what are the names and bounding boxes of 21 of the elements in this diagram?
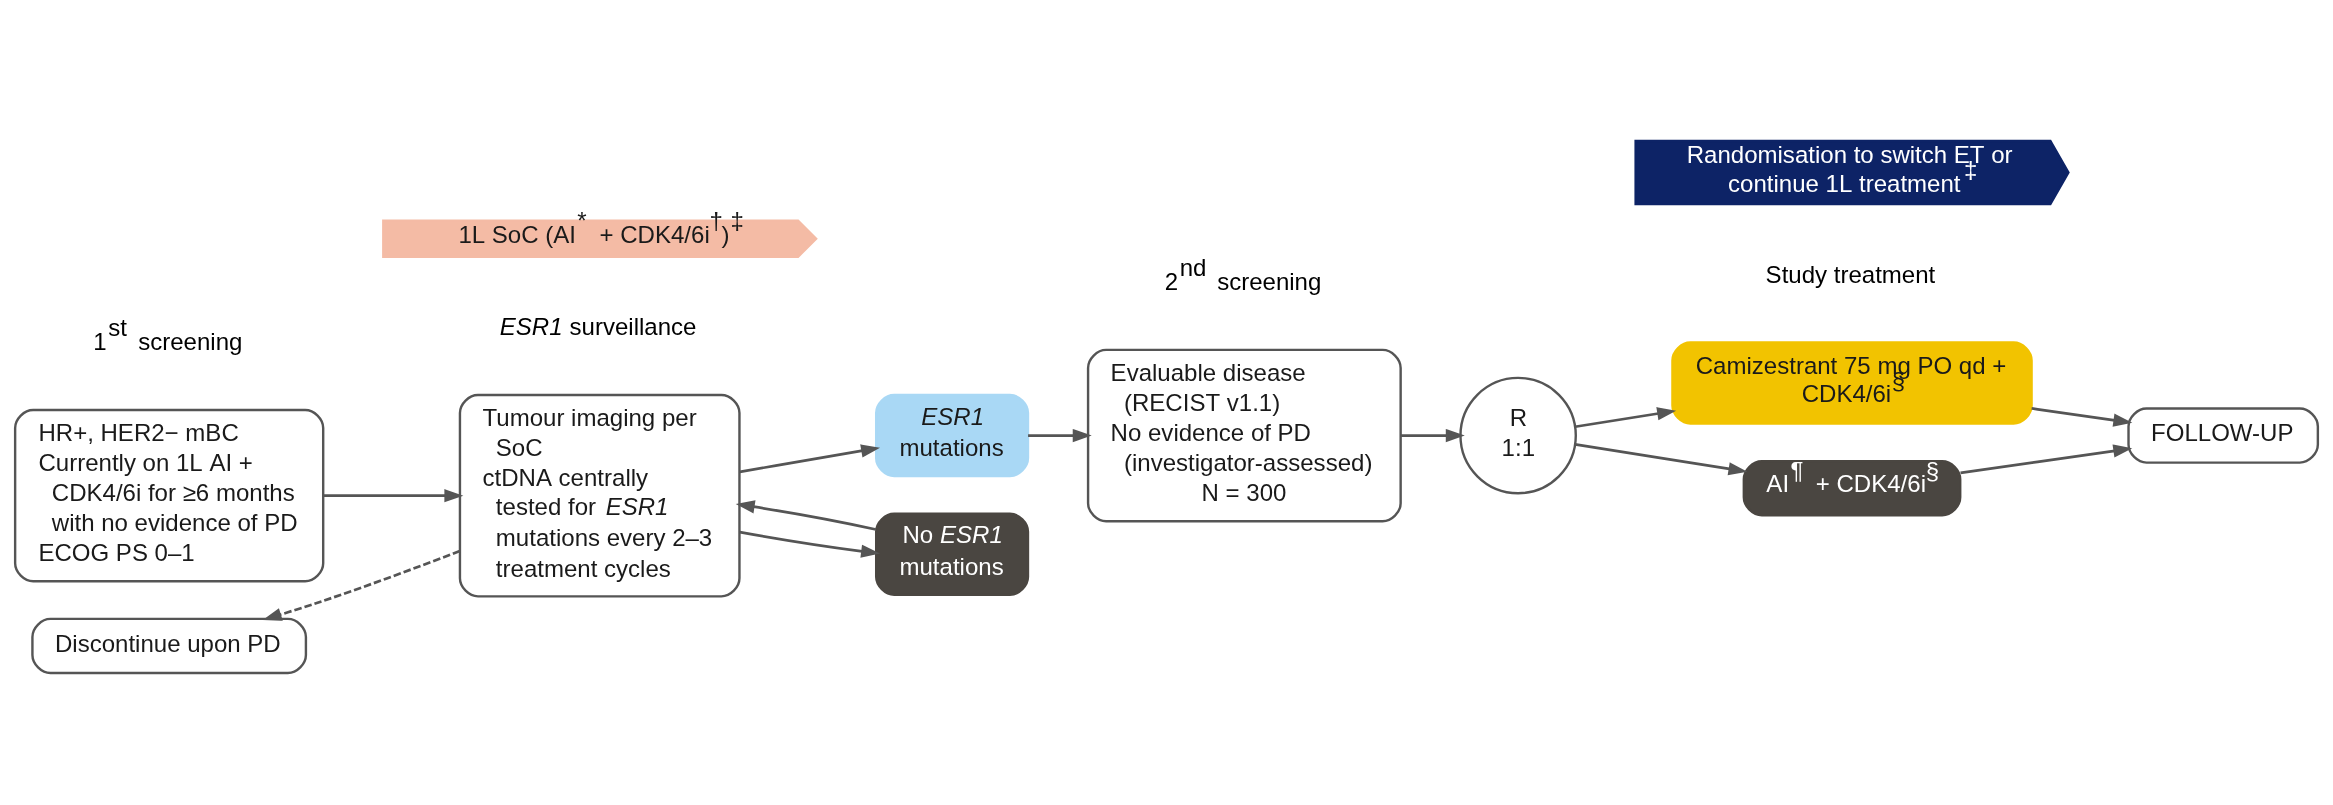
node-box: HR+, HER2− mBC Currently on 1L AI + CDK4/6i for ≥6 months with no evidence of PD ECOG PS 0–1 [13,408,325,583]
label: ESR1 surveillance [499,312,697,340]
node-box: Tumour imaging per SoC ctDNA centrally tested for ESR1 mutations every 2–3 treatment cycles [458,393,741,598]
arrow [1028,428,1092,443]
arrow [1574,443,1748,476]
node-circle: R 1:1 [1459,376,1577,495]
node-box: FOLLOW-UP [2127,407,2320,464]
arrow [739,530,881,558]
label: Study treatment [1765,261,1936,289]
arrow [1960,444,2133,475]
arrow [739,444,880,474]
arrow [2031,407,2133,427]
arrow [735,500,877,531]
arrow [1574,407,1677,429]
node-box: ESR1 mutations [875,393,1030,478]
arrow [323,489,464,503]
node-box: No ESR1 mutations [875,512,1030,597]
node-box: Evaluable disease (RECIST v1.1) No evidence of PD (investigator-assessed) N = 300 [1086,348,1402,523]
arrow [1401,428,1465,443]
node-box: Discontinue upon PD [31,617,308,675]
arrow [262,549,461,621]
